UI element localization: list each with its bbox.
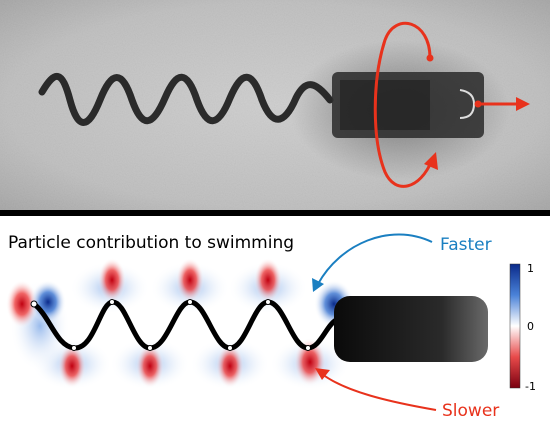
particle-markers bbox=[30, 299, 311, 351]
swimmer-photo bbox=[0, 0, 550, 210]
simulation-panel: Particle contribution to swimming Faster… bbox=[0, 216, 550, 436]
slower-arrow-icon bbox=[315, 368, 437, 411]
faster-arrow-icon bbox=[312, 233, 433, 292]
colorbar-tick-min: -1 bbox=[525, 380, 536, 393]
rotation-arrow-icon bbox=[373, 21, 438, 188]
faster-label: Faster bbox=[440, 235, 492, 255]
swimmer-photo-panel bbox=[0, 0, 550, 210]
swimmer-head-model bbox=[334, 296, 488, 362]
slower-label: Slower bbox=[442, 401, 499, 421]
contribution-field: Particle contribution to swimming Faster… bbox=[0, 216, 550, 436]
colorbar-tick-max: 1 bbox=[527, 262, 534, 275]
thrust-arrow-icon bbox=[474, 97, 530, 111]
helix-tail bbox=[38, 73, 334, 126]
panel-title: Particle contribution to swimming bbox=[8, 233, 294, 253]
colorbar: 1 0 -1 bbox=[509, 262, 536, 393]
colorbar-tick-zero: 0 bbox=[527, 320, 534, 333]
slower-lobes bbox=[6, 258, 326, 388]
